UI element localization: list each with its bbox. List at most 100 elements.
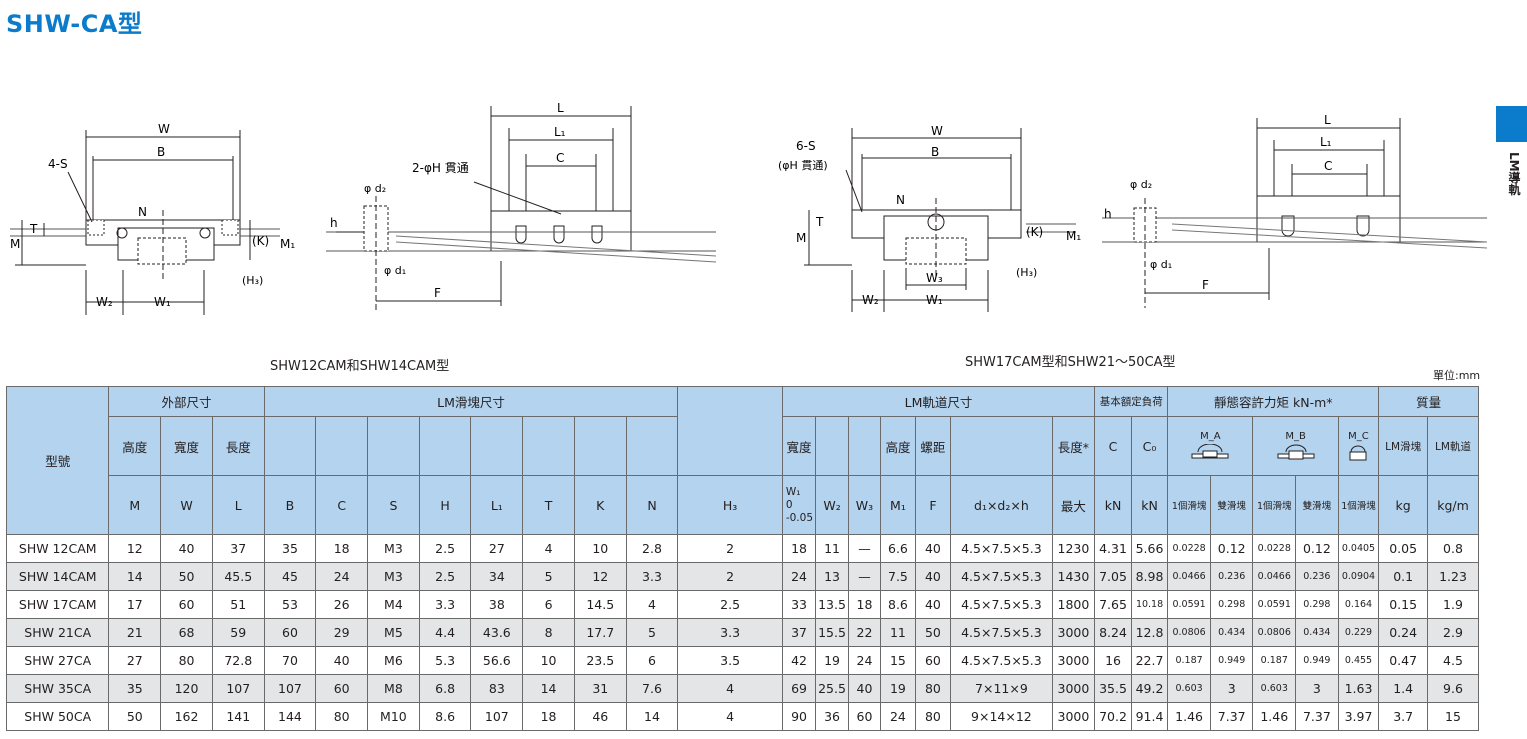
value-cell: 68 [160, 618, 213, 647]
value-cell: 5 [522, 562, 575, 591]
caption-left: SHW12CAM和SHW14CAM型 [270, 359, 450, 374]
sym-two-blocks-b: 雙滑塊 [1295, 475, 1339, 535]
sym-max: 最大 [1051, 475, 1096, 535]
sym-kgm: kg/m [1426, 475, 1480, 535]
sub-pitch: 螺距 [914, 416, 952, 476]
value-cell: 0.298 [1209, 590, 1254, 619]
value-cell: 24 [847, 646, 882, 675]
value-cell: 13 [815, 562, 849, 591]
value-cell: 0.47 [1378, 646, 1428, 675]
value-cell: 0.1 [1378, 562, 1428, 591]
model-cell: SHW 27CA [5, 646, 110, 675]
page-title: SHW-CA型 [6, 10, 143, 38]
drawing-right-front-view: W B 6-S (φH 貫通) N T M (K) (H₃) W₃ W₂ W₁ [778, 124, 1076, 312]
sub-C: C [1094, 416, 1132, 476]
value-cell: M4 [367, 590, 420, 619]
sym-kN-C: kN [1094, 475, 1132, 535]
value-cell: 40 [914, 534, 952, 563]
value-cell: 120 [160, 674, 213, 703]
value-cell: 60 [847, 702, 882, 731]
dim-d2-label-r: φ d₂ [1130, 178, 1152, 191]
value-cell: 80 [914, 702, 952, 731]
value-cell: 4.5 [1426, 646, 1480, 675]
caption-right: SHW17CAM型和SHW21～50CA型 [965, 355, 1176, 370]
value-cell: 107 [211, 674, 265, 703]
value-cell: 1.46 [1252, 702, 1297, 731]
value-cell: 107 [263, 674, 317, 703]
value-cell: 50 [914, 618, 952, 647]
dim-N-label: N [138, 205, 147, 219]
value-cell: 14 [522, 674, 575, 703]
value-cell: 11 [815, 534, 849, 563]
dim-F-label-r: F [1202, 278, 1209, 292]
sym-two-blocks-a: 雙滑塊 [1209, 475, 1254, 535]
value-cell: 83 [470, 674, 524, 703]
sym-one-block-a: 1個滑塊 [1167, 475, 1211, 535]
value-cell: 7×11×9 [950, 674, 1053, 703]
value-cell: 0.8 [1426, 534, 1480, 563]
dim-W-label: W [158, 122, 170, 136]
sym-kg: kg [1378, 475, 1428, 535]
value-cell: 16 [1094, 646, 1132, 675]
value-cell: 0.455 [1337, 646, 1380, 675]
dim-T-label: T [29, 222, 38, 236]
value-cell: 40 [160, 534, 213, 563]
value-cell: M5 [367, 618, 420, 647]
sub-rail-height: 高度 [880, 416, 916, 476]
value-cell: 3.3 [625, 562, 679, 591]
value-cell: 15 [1426, 702, 1480, 731]
value-cell: — [847, 562, 882, 591]
value-cell: 1.63 [1337, 674, 1380, 703]
dim-H3-label-r: (H₃) [1016, 266, 1037, 279]
value-cell: 0.24 [1378, 618, 1428, 647]
sub-MC-label: M_C [1348, 430, 1369, 442]
value-cell: 0.187 [1252, 646, 1297, 675]
value-cell: 53 [263, 590, 317, 619]
header-model: 型號 [5, 386, 110, 535]
value-cell: 0.949 [1295, 646, 1339, 675]
header-mass: 質量 [1378, 386, 1479, 417]
value-cell: M3 [367, 562, 420, 591]
value-cell: 38 [470, 590, 524, 619]
value-cell: 22.7 [1130, 646, 1169, 675]
value-cell: 0.05 [1378, 534, 1428, 563]
value-cell: 14.5 [573, 590, 627, 619]
value-cell: 0.0228 [1167, 534, 1211, 563]
value-cell: 1.46 [1167, 702, 1211, 731]
value-cell: 0.434 [1295, 618, 1339, 647]
value-cell: 4.5×7.5×5.3 [950, 590, 1053, 619]
value-cell: 0.164 [1337, 590, 1380, 619]
sym-B: B [263, 475, 317, 535]
value-cell: 0.603 [1252, 674, 1297, 703]
value-cell: 8.98 [1130, 562, 1169, 591]
value-cell: 35.5 [1094, 674, 1132, 703]
value-cell: 7.65 [1094, 590, 1132, 619]
value-cell: 17 [108, 590, 162, 619]
value-cell: 0.0466 [1252, 562, 1297, 591]
unit-label: 單位:mm [1433, 369, 1481, 382]
value-cell: 7.37 [1295, 702, 1339, 731]
value-cell: 2.5 [418, 534, 472, 563]
value-cell: 14 [625, 702, 679, 731]
value-cell: 0.229 [1337, 618, 1380, 647]
model-cell: SHW 50CA [5, 702, 110, 731]
value-cell: 1800 [1051, 590, 1096, 619]
value-cell: 0.0806 [1252, 618, 1297, 647]
value-cell: 4 [677, 702, 783, 731]
moment-MC-icon [1349, 445, 1367, 460]
value-cell: 3.3 [418, 590, 472, 619]
dim-h-label-r: h [1104, 207, 1112, 221]
value-cell: 36 [815, 702, 849, 731]
sub-height: 高度 [108, 416, 162, 476]
value-cell: 18 [847, 590, 882, 619]
value-cell: 12 [573, 562, 627, 591]
sym-N: N [625, 475, 679, 535]
dim-C-label-r: C [1324, 159, 1332, 173]
sym-W3: W₃ [847, 475, 882, 535]
value-cell: 43.6 [470, 618, 524, 647]
value-cell: 0.0904 [1337, 562, 1380, 591]
value-cell: 0.0806 [1167, 618, 1211, 647]
value-cell: 19 [880, 674, 916, 703]
value-cell: 10 [573, 534, 627, 563]
sub-MA: M_A [1167, 416, 1254, 476]
